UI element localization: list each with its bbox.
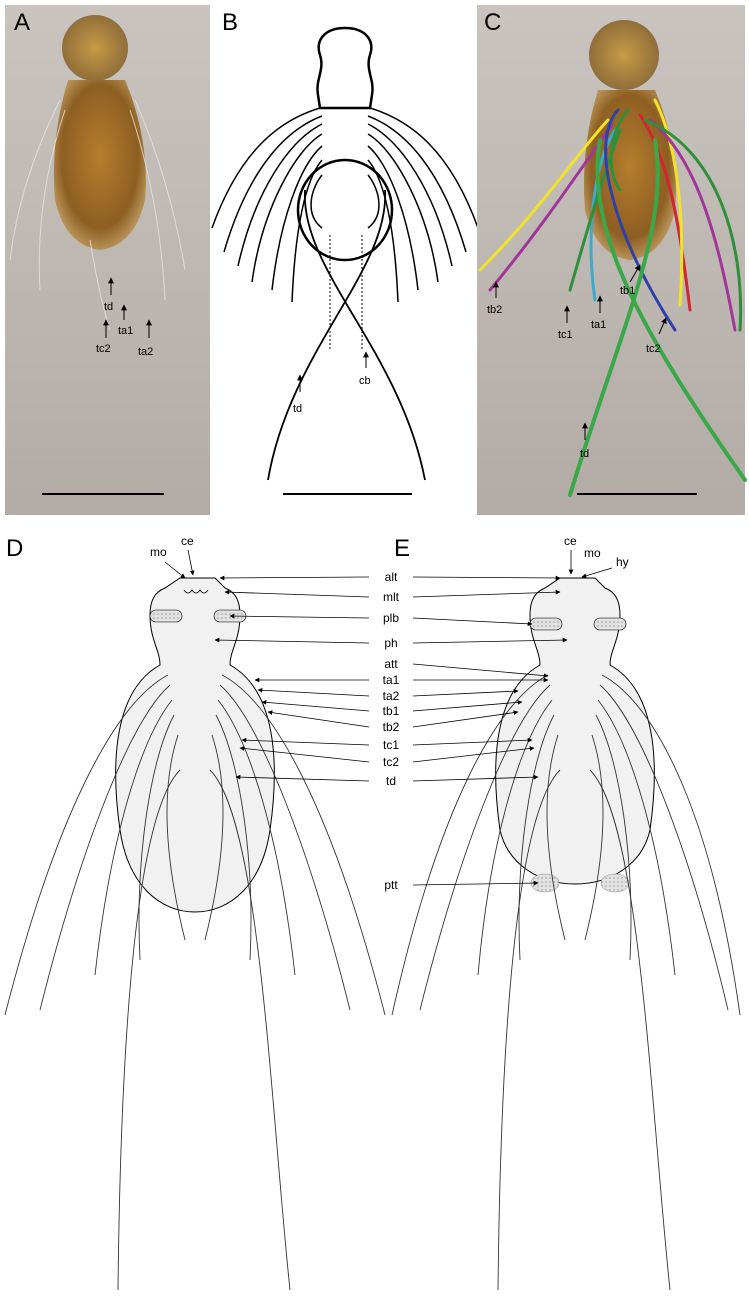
panel-d: D mo ce <box>5 534 385 1290</box>
center-label-att: att <box>384 657 398 671</box>
panel-c-label-td: td <box>580 448 589 460</box>
center-label-ph: ph <box>384 636 397 650</box>
leader-right-ptt <box>413 883 538 885</box>
center-label-ta1: ta1 <box>383 673 400 687</box>
panel-c: C tb2 tc1 ta1 tb1 tc2 td <box>477 5 745 515</box>
leader-left-ta2 <box>258 690 369 696</box>
leader-left-tb2 <box>268 712 369 727</box>
leader-right-att <box>413 664 548 676</box>
panel-a-letter: A <box>14 9 30 36</box>
leader-right-plb <box>413 618 532 624</box>
leader-left-tb1 <box>262 702 369 711</box>
center-label-tc1: tc1 <box>383 738 399 752</box>
panel-a-label-ta1: ta1 <box>118 325 133 337</box>
center-label-td: td <box>386 774 396 788</box>
panel-a-head <box>62 15 128 81</box>
panel-e-label-ce: ce <box>564 534 577 548</box>
panel-e: E ce mo hy <box>392 534 740 1290</box>
panel-c-label-tb2: tb2 <box>487 304 502 316</box>
panel-a-body <box>54 80 146 250</box>
center-label-tb1: tb1 <box>383 704 400 718</box>
leader-left-alt <box>220 577 369 578</box>
panel-e-label-mo: mo <box>584 546 601 560</box>
panel-a-label-tc2: tc2 <box>96 343 111 355</box>
leader-left-mlt <box>225 592 369 597</box>
panel-d-label-mo: mo <box>150 545 167 559</box>
leader-right-alt <box>413 577 560 578</box>
center-label-ta2: ta2 <box>383 689 400 703</box>
panel-c-letter: C <box>484 9 501 36</box>
panel-c-label-tc1: tc1 <box>558 329 573 341</box>
panel-e-letter: E <box>394 535 410 562</box>
panel-a-label-td: td <box>104 301 113 313</box>
center-label-plb: plb <box>383 611 399 625</box>
panel-d-label-ce: ce <box>181 534 194 548</box>
panel-d-letter: D <box>6 535 23 562</box>
center-label-mlt: mlt <box>383 590 400 604</box>
panel-c-label-tc2: tc2 <box>646 343 661 355</box>
leader-right-ta2 <box>413 691 518 696</box>
panel-b-label-cb: cb <box>359 375 371 387</box>
panel-e-body-outline <box>496 578 655 884</box>
panel-b-head <box>317 28 372 108</box>
center-label-tb2: tb2 <box>383 720 400 734</box>
leader-left-ph <box>215 640 369 643</box>
center-label-ptt: ptt <box>384 878 398 892</box>
panel-b: B td cb <box>212 9 478 494</box>
panel-e-label-hy: hy <box>616 555 629 569</box>
panel-b-letter: B <box>222 9 238 36</box>
center-label-alt: alt <box>385 570 398 584</box>
panel-a-label-ta2: ta2 <box>138 346 153 358</box>
panel-d-body-outline <box>116 578 275 912</box>
panel-b-label-td: td <box>293 403 302 415</box>
panel-c-head <box>589 20 659 90</box>
center-label-tc2: tc2 <box>383 755 399 769</box>
panel-c-label-tb1: tb1 <box>620 285 635 297</box>
panel-a: A td ta1 tc2 ta2 <box>5 5 210 515</box>
panel-c-label-ta1: ta1 <box>591 319 606 331</box>
leader-left-plb <box>230 616 369 618</box>
